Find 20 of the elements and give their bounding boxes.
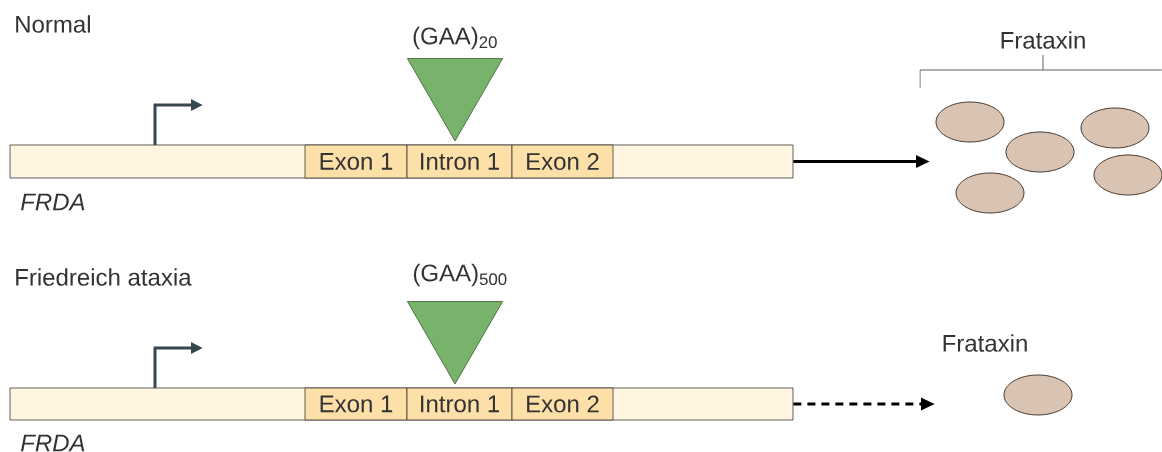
protein-ellipse bbox=[1005, 131, 1075, 173]
protein-ellipse bbox=[1003, 374, 1073, 416]
panel-title: Friedreich ataxia bbox=[16, 268, 192, 286]
protein-ellipse bbox=[1093, 154, 1162, 196]
exon-box: Intron 1 bbox=[406, 387, 513, 421]
gene-label: FRDA bbox=[20, 434, 85, 452]
repeat-label: (GAA)$_{20}$ bbox=[413, 26, 497, 50]
panel-title: Normal bbox=[16, 15, 90, 33]
protein-ellipse bbox=[935, 101, 1005, 143]
exon-box: Intron 1 bbox=[406, 144, 513, 179]
exon-box: Exon 1 bbox=[304, 387, 408, 421]
exon-box: Exon 2 bbox=[511, 387, 614, 421]
protein-ellipse bbox=[1080, 107, 1150, 149]
protein-ellipse bbox=[955, 172, 1025, 214]
exon-box: Exon 1 bbox=[304, 144, 408, 179]
exon-box: Exon 2 bbox=[511, 144, 614, 179]
repeat-label: (GAA)$_{500}$ bbox=[413, 263, 507, 287]
protein-label: Frataxin bbox=[943, 334, 1027, 352]
gene-label: FRDA bbox=[20, 193, 85, 211]
protein-label: Frataxin bbox=[1001, 31, 1085, 49]
